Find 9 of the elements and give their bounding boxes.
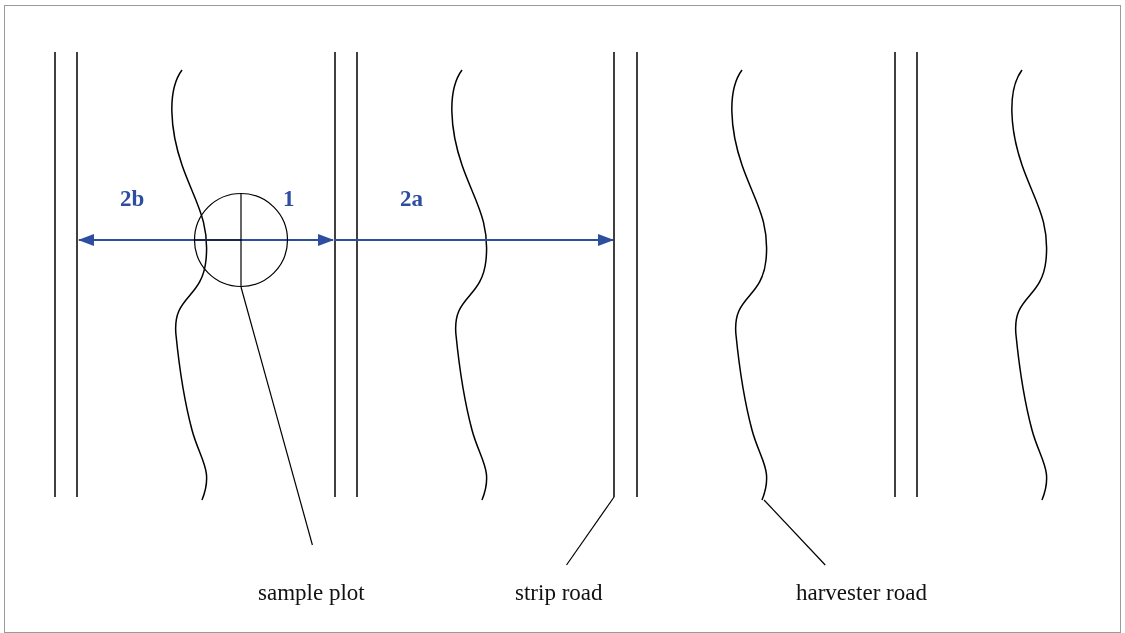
leader-line [763,499,826,566]
part-label: strip road [515,580,603,606]
leader-line [565,496,615,566]
part-label: sample plot [258,580,365,606]
dimension-label: 1 [283,186,295,212]
dimension-label: 2a [400,186,423,212]
leader-line [240,286,313,546]
dimension-label: 2b [120,186,145,212]
part-label: harvester road [796,580,927,606]
